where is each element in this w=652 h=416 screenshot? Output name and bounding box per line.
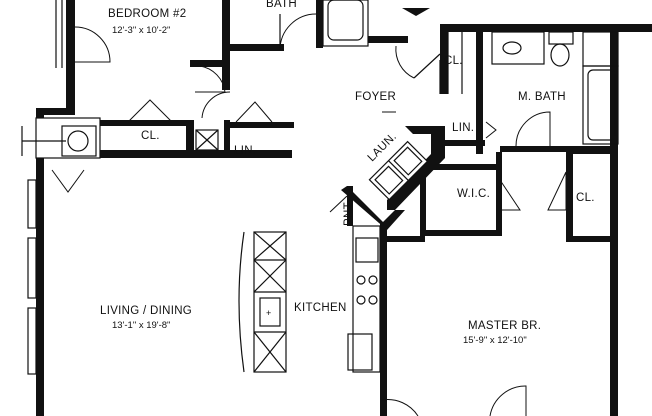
pnt-name: PNT. (343, 200, 355, 226)
living-name: LIVING / DINING (100, 305, 192, 317)
kitchen-name: KITCHEN (294, 302, 347, 314)
bath-name: BATH (266, 0, 297, 10)
foyer-name: FOYER (355, 91, 396, 103)
cl-master-name: CL. (576, 192, 595, 204)
room-labels: BEDROOM #2 12'-3" x 10'-2" BATH FOYER CL… (100, 0, 595, 346)
wic-name: W.I.C. (457, 188, 490, 200)
walls (36, 0, 652, 416)
svg-text:+: + (266, 308, 271, 318)
bedroom2-dims: 12'-3" x 10'-2" (112, 25, 170, 36)
m-bath-name: M. BATH (518, 91, 566, 103)
cl-foyer-name: CL. (444, 55, 463, 67)
master-name: MASTER BR. (468, 320, 541, 332)
bedroom2-name: BEDROOM #2 (108, 8, 186, 20)
fixtures: + (21, 0, 619, 416)
master-dims: 15'-9" x 12'-10" (463, 335, 527, 346)
lin-master-name: LIN. (452, 122, 474, 134)
lin-hall-name: LIN. (234, 145, 256, 157)
cl-bed-name: CL. (141, 130, 160, 142)
living-dims: 13'-1" x 19'-8" (112, 320, 170, 331)
